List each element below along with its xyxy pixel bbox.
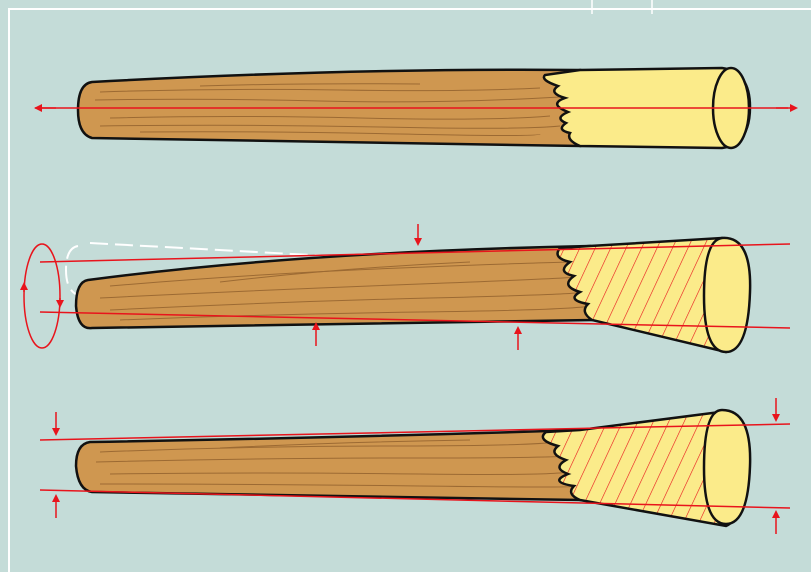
log-bending-wood — [76, 430, 580, 500]
log-torsion — [24, 224, 790, 352]
log-torsion-end-face — [704, 238, 750, 352]
frame-accents — [592, 0, 652, 14]
log-bending — [40, 398, 790, 534]
log-tension — [35, 68, 796, 148]
torsion-rotation-ellipse — [24, 244, 60, 348]
